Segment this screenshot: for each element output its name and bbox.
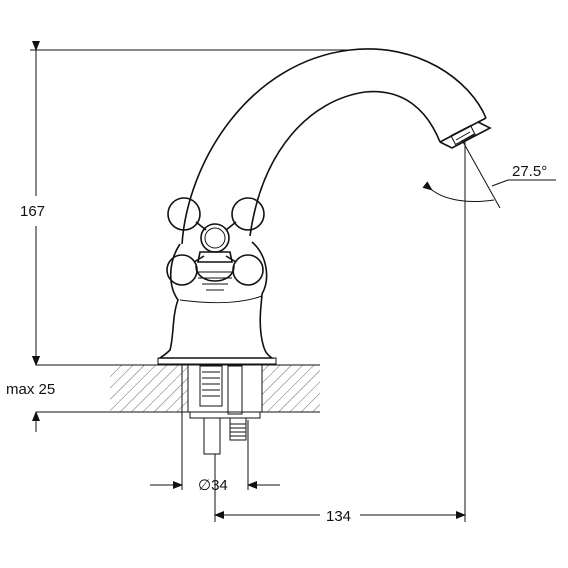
diameter-dimension xyxy=(150,365,280,490)
reach-label: 134 xyxy=(326,508,351,525)
cross-handle xyxy=(166,197,265,291)
faucet-spout xyxy=(181,48,492,245)
reach-dimension xyxy=(214,150,466,522)
height-dimension xyxy=(30,41,350,366)
angle-dimension xyxy=(422,139,556,210)
mounting-shank xyxy=(189,365,261,455)
angle-label: 27.5° xyxy=(512,163,547,180)
height-label: 167 xyxy=(20,203,45,220)
countertop xyxy=(36,364,320,413)
diameter-label: ∅34 xyxy=(198,477,228,494)
thickness-label: max 25 xyxy=(6,381,55,398)
faucet-body xyxy=(157,241,277,365)
